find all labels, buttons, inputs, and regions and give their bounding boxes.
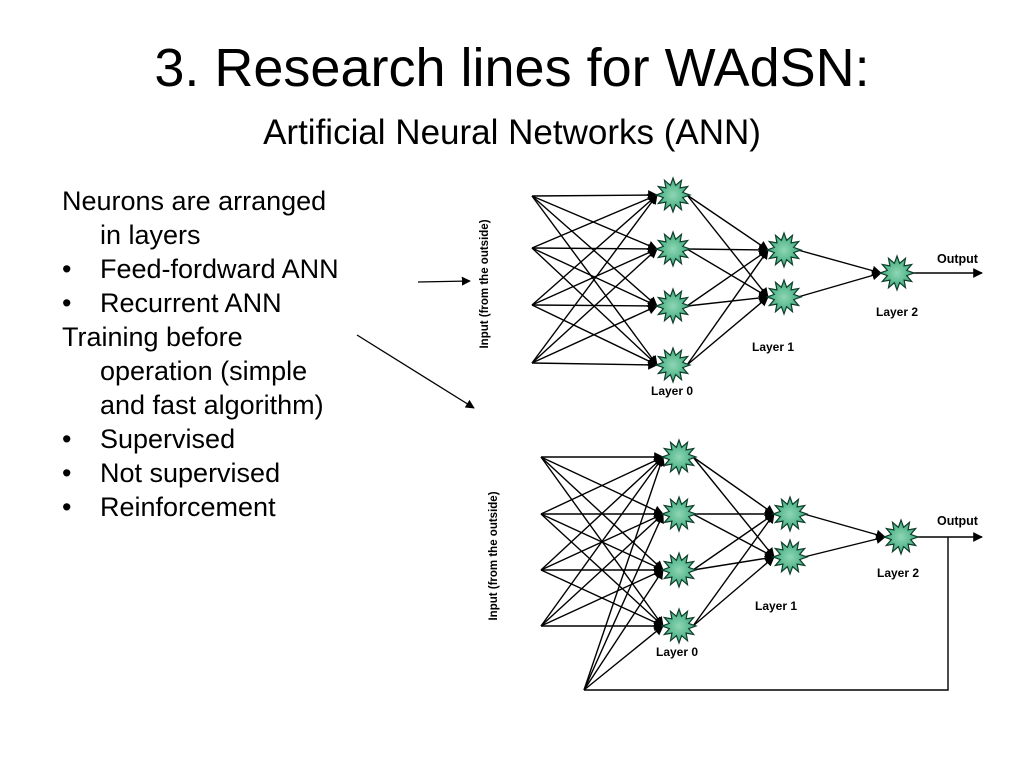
bullet-icon: •: [62, 492, 72, 522]
bullet-item-reinforcement: • Reinforcement: [62, 490, 422, 524]
pointer-arrow-feedforward: [417, 276, 471, 286]
bullet-icon: •: [62, 424, 72, 454]
network-neurons: [660, 438, 920, 645]
layer0-layer1-connection: [686, 296, 769, 366]
layer0-neuron: [654, 287, 692, 325]
input-connection: [540, 513, 664, 627]
layer0-layer1-connection: [692, 553, 775, 571]
layer0-layer1-connection: [686, 249, 769, 366]
layer0-layer1-connection: [692, 456, 775, 515]
layer1-neuron: [765, 231, 803, 269]
slide-title: 3. Research lines for WAdSN:: [154, 38, 870, 98]
layer0-neuron: [660, 495, 698, 533]
layer0-layer1-connection: [686, 194, 769, 298]
input-connection: [531, 194, 658, 306]
recurrent-network-diagram: Input (from the outside) Output Layer 0 …: [488, 438, 983, 691]
layer1-layer2-connection: [797, 249, 882, 276]
layer0-layer1-connection: [692, 513, 775, 571]
bullet-text: Recurrent ANN: [100, 288, 282, 318]
layer1-layer2-connection: [803, 534, 886, 558]
input-label: Input (from the outside): [479, 219, 491, 348]
layer0-layer1-connection: [692, 556, 775, 627]
input-connection: [531, 305, 658, 364]
layer2-neuron: [882, 518, 920, 556]
layer-0-label: Layer 0: [656, 645, 698, 659]
paragraph-line: and fast algorithm): [100, 390, 324, 420]
input-connection: [531, 248, 658, 364]
bullet-list: Neurons are arranged in layers • Feed-fo…: [62, 184, 422, 524]
layer0-layer1-connection: [686, 248, 769, 298]
input-label: Input (from the outside): [488, 491, 500, 620]
output-label: Output: [937, 252, 979, 266]
feedback-connection: [583, 625, 664, 691]
input-connection: [540, 456, 664, 515]
layer1-neuron: [771, 538, 809, 576]
input-connection: [531, 195, 658, 251]
feedforward-network-diagram: Input (from the outside) Output Layer 0 …: [479, 176, 983, 398]
bullet-icon: •: [62, 458, 72, 488]
input-connection: [531, 359, 658, 370]
network-connections: [531, 190, 983, 370]
input-connection: [531, 195, 658, 307]
layer1-neuron: [765, 278, 803, 316]
layer0-neuron: [660, 551, 698, 589]
paragraph-line: operation (simple: [100, 356, 308, 386]
network-neurons: [654, 176, 916, 384]
layer0-layer1-connection: [692, 513, 775, 558]
input-connection: [531, 244, 658, 254]
input-connection: [540, 456, 664, 571]
slide-subtitle: Artificial Neural Networks (ANN): [263, 113, 761, 152]
layer-1-label: Layer 1: [755, 599, 797, 613]
bullet-text: Supervised: [100, 424, 236, 454]
bullet-text: Not supervised: [100, 458, 281, 488]
layer-0-label: Layer 0: [651, 384, 693, 398]
bullet-text: Reinforcement: [100, 492, 276, 522]
bullet-icon: •: [62, 288, 72, 318]
layer0-layer1-connection: [686, 244, 769, 255]
feedback-connection: [583, 456, 665, 691]
output-label: Output: [937, 514, 979, 528]
layer0-layer1-connection: [692, 513, 775, 627]
layer1-layer2-connection: [803, 513, 886, 540]
layer0-neuron: [654, 176, 692, 214]
layer1-neuron: [771, 495, 809, 533]
input-connection: [531, 195, 658, 366]
feedback-connection: [583, 513, 664, 691]
input-connection: [531, 194, 658, 364]
layer0-layer1-connection: [692, 456, 775, 558]
input-connection: [531, 190, 658, 200]
pointer-arrow-recurrent: [356, 334, 475, 409]
feedback-loop-line: [584, 537, 949, 691]
layer0-layer1-connection: [686, 249, 769, 307]
input-connection: [540, 456, 664, 627]
feedback-connection: [583, 569, 664, 691]
layer2-neuron: [878, 254, 916, 292]
paragraph-neurons-arranged: Neurons are arranged in layers: [62, 184, 422, 252]
bullet-item-recurrent: • Recurrent ANN: [62, 286, 422, 320]
layer0-layer1-connection: [686, 293, 769, 307]
bullet-item-supervised: • Supervised: [62, 422, 422, 456]
layer-2-label: Layer 2: [877, 566, 919, 580]
bullet-item-not-supervised: • Not supervised: [62, 456, 422, 490]
layer0-neuron: [660, 438, 698, 476]
network-connections: [540, 452, 983, 691]
bullet-item-feedforward: • Feed-fordward ANN: [62, 252, 422, 286]
layer-2-label: Layer 2: [876, 305, 918, 319]
layer0-layer1-connection: [686, 194, 769, 251]
paragraph-training: Training before operation (simple and fa…: [62, 320, 422, 422]
layer0-neuron: [654, 230, 692, 268]
layer-1-label: Layer 1: [752, 340, 794, 354]
layer1-layer2-connection: [797, 270, 882, 298]
layer0-neuron: [660, 607, 698, 645]
bullet-icon: •: [62, 254, 72, 284]
paragraph-line: Neurons are arranged: [62, 186, 327, 216]
input-connection: [540, 569, 664, 627]
bullet-text: Feed-fordward ANN: [100, 254, 339, 284]
input-connection: [531, 248, 658, 306]
paragraph-line: in layers: [100, 220, 201, 250]
paragraph-line: Training before: [62, 322, 243, 352]
layer0-neuron: [654, 346, 692, 384]
input-connection: [531, 193, 658, 249]
